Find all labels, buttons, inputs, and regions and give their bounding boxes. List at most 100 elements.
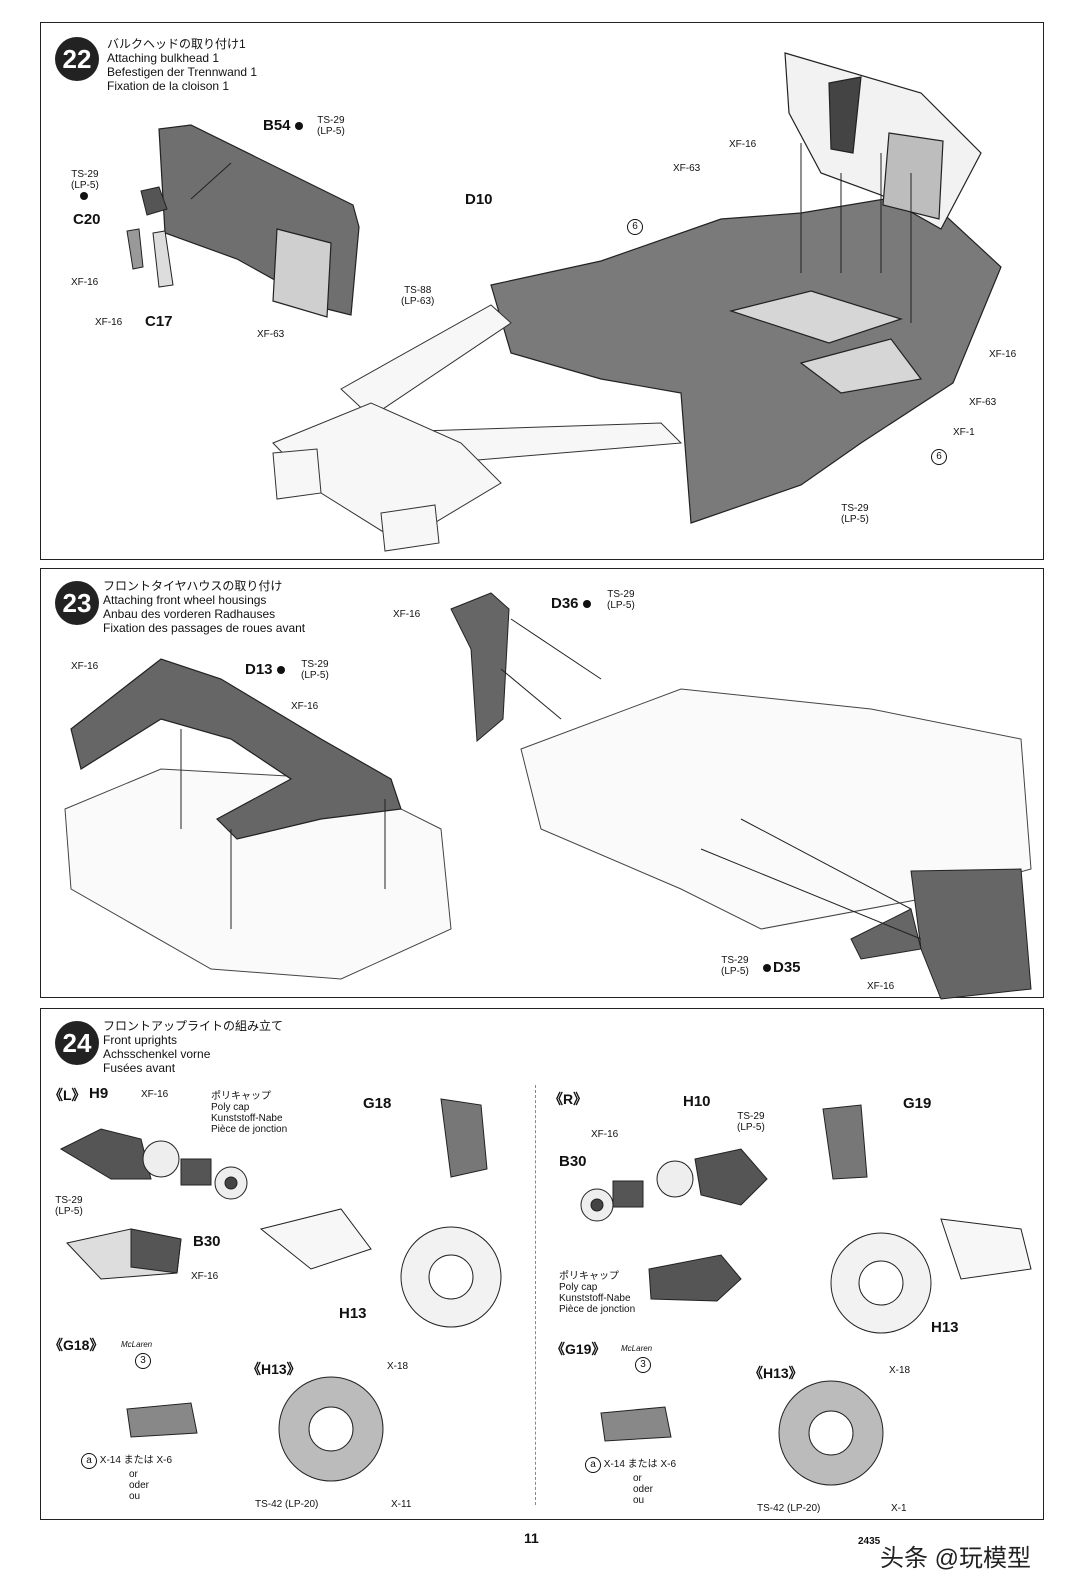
label-xf16-d: XF-16 bbox=[989, 349, 1017, 360]
part-g18: G18 bbox=[363, 1095, 392, 1112]
right-step-ref-3: 3 bbox=[635, 1357, 651, 1373]
label-xf16-b: XF-16 bbox=[95, 317, 123, 328]
front-frame-drawing bbox=[272, 304, 683, 552]
label-xf16-c: XF-16 bbox=[393, 609, 421, 620]
part-g19: G19 bbox=[903, 1095, 932, 1112]
label-ts88: TS-88(LP-63) bbox=[401, 285, 435, 307]
part-b30-left: B30 bbox=[193, 1233, 221, 1250]
part-d36: D36 bbox=[551, 595, 593, 612]
right-x11: X-1 bbox=[891, 1503, 907, 1514]
left-ts42: TS-42 (LP-20) bbox=[255, 1499, 319, 1510]
right-xf16: XF-16 bbox=[591, 1129, 619, 1140]
step-23-panel: 23 フロントタイヤハウスの取り付け Attaching front wheel… bbox=[40, 568, 1044, 1000]
d36-housing bbox=[450, 592, 510, 743]
step-24-number: 24 bbox=[55, 1021, 99, 1065]
part-c17: C17 bbox=[145, 313, 173, 330]
left-step-ref-3: 3 bbox=[135, 1353, 151, 1369]
left-mclaren-logo: McLaren bbox=[121, 1340, 153, 1349]
left-h13-detail: 《H13》 bbox=[247, 1361, 301, 1377]
label-xf1: XF-1 bbox=[953, 427, 975, 438]
label-xf16-a: XF-16 bbox=[71, 661, 99, 672]
label-ts29-d35: TS-29(LP-5) bbox=[721, 955, 749, 977]
step-24-titles: フロントアップライトの組み立て Front uprights Achsschen… bbox=[103, 1019, 283, 1075]
title-ja: フロントアップライトの組み立て bbox=[103, 1019, 284, 1033]
left-side-label: 《L》 bbox=[49, 1087, 86, 1103]
step-ref-6a: 6 bbox=[627, 219, 643, 235]
part-d13: D13 bbox=[245, 661, 287, 678]
d35-housing bbox=[850, 868, 1032, 1000]
page-number: 11 bbox=[524, 1530, 539, 1546]
left-x14: a X-14 または X-6 or oder ou bbox=[81, 1453, 172, 1502]
left-xf16b: XF-16 bbox=[191, 1271, 219, 1282]
left-x11: X-11 bbox=[391, 1499, 412, 1510]
left-xf16a: XF-16 bbox=[141, 1089, 169, 1100]
title-de: Befestigen der Trennwand 1 bbox=[107, 65, 258, 79]
title-en: Front uprights bbox=[103, 1033, 178, 1047]
part-d35: D35 bbox=[763, 959, 801, 976]
right-side-label: 《R》 bbox=[549, 1091, 588, 1107]
step-24-illustration bbox=[59, 1098, 1032, 1486]
title-ja: バルクヘッドの取り付け1 bbox=[107, 37, 246, 51]
label-ts29-d13: TS-29(LP-5) bbox=[301, 659, 329, 681]
step-23-number: 23 bbox=[55, 581, 99, 625]
title-en: Attaching front wheel housings bbox=[103, 593, 267, 607]
part-h13-right: H13 bbox=[931, 1319, 959, 1336]
right-ts42: TS-42 (LP-20) bbox=[757, 1503, 821, 1514]
step-24-panel: 24 フロントアップライトの組み立て Front uprights Achssc… bbox=[40, 1008, 1044, 1520]
footer-code: 2435 bbox=[858, 1536, 881, 1547]
d13-crossmember bbox=[70, 658, 402, 840]
step-22-illustration bbox=[126, 52, 1002, 552]
left-right-divider bbox=[535, 1085, 536, 1505]
assembly-lines bbox=[180, 618, 922, 940]
right-mclaren-logo: McLaren bbox=[621, 1344, 653, 1353]
label-xf16-c: XF-16 bbox=[729, 139, 757, 150]
label-ts29-c: TS-29(LP-5) bbox=[841, 503, 869, 525]
pedal-parts bbox=[126, 186, 174, 288]
step-23-illustration bbox=[64, 592, 1032, 1000]
step-22-number: 22 bbox=[55, 37, 99, 81]
part-b54: B54 bbox=[263, 117, 305, 134]
right-x18: X-18 bbox=[889, 1365, 911, 1376]
right-upright-drawing bbox=[580, 1104, 1032, 1486]
left-upright-drawing bbox=[59, 1098, 502, 1482]
title-fr: Fusées avant bbox=[103, 1061, 176, 1075]
front-subframe-outline bbox=[64, 688, 1032, 980]
title-fr: Fixation de la cloison 1 bbox=[107, 79, 230, 93]
label-xf63-a: XF-63 bbox=[257, 329, 285, 340]
part-h13-left: H13 bbox=[339, 1305, 367, 1322]
right-ts29: TS-29(LP-5) bbox=[737, 1111, 765, 1133]
label-ts29-d36: TS-29(LP-5) bbox=[607, 589, 635, 611]
left-g18-detail: 《G18》 bbox=[49, 1337, 104, 1353]
bulkhead-drawing bbox=[158, 124, 360, 318]
label-xf63-b: XF-63 bbox=[673, 163, 701, 174]
title-ja: フロントタイヤハウスの取り付け bbox=[103, 579, 283, 593]
part-d10: D10 bbox=[465, 191, 493, 208]
title-de: Achsschenkel vorne bbox=[103, 1047, 211, 1061]
chassis-tub-drawing bbox=[490, 52, 1002, 524]
step-22-titles: バルクヘッドの取り付け1 Attaching bulkhead 1 Befest… bbox=[107, 37, 257, 93]
label-xf16-b: XF-16 bbox=[291, 701, 319, 712]
step-ref-6b: 6 bbox=[931, 449, 947, 465]
step-22-panel: 22 バルクヘッドの取り付け1 Attaching bulkhead 1 Bef… bbox=[40, 22, 1044, 560]
part-h10: H10 bbox=[683, 1093, 711, 1110]
assembly-arrows bbox=[190, 143, 912, 323]
title-de: Anbau des vorderen Radhauses bbox=[103, 607, 276, 621]
watermark: 头条 @玩模型 bbox=[880, 1545, 1032, 1572]
right-x14: a X-14 または X-6 or oder ou bbox=[585, 1457, 676, 1506]
label-xf63-c: XF-63 bbox=[969, 397, 997, 408]
label-xf16-a: XF-16 bbox=[71, 277, 99, 288]
paint-dot-icon bbox=[294, 122, 303, 131]
label-ts29-c20: TS-29(LP-5) bbox=[71, 169, 99, 202]
label-ts29-b54: TS-29(LP-5) bbox=[317, 115, 345, 137]
right-g19-detail: 《G19》 bbox=[551, 1341, 606, 1357]
part-b30-right: B30 bbox=[559, 1153, 587, 1170]
left-x18: X-18 bbox=[387, 1361, 409, 1372]
part-c20: C20 bbox=[73, 211, 101, 228]
right-h13-detail: 《H13》 bbox=[749, 1365, 803, 1381]
step-23-titles: フロントタイヤハウスの取り付け Attaching front wheel ho… bbox=[103, 579, 305, 635]
left-ts29: TS-29(LP-5) bbox=[55, 1195, 83, 1217]
title-fr: Fixation des passages de roues avant bbox=[103, 621, 306, 635]
label-xf16-d: XF-16 bbox=[867, 981, 895, 992]
